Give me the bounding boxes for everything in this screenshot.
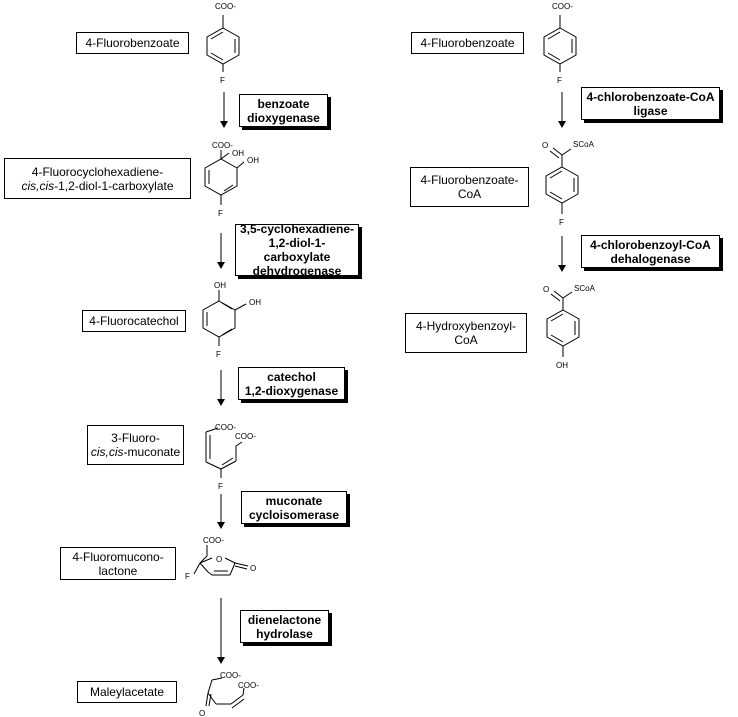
enzyme-dienelactone-hydrolase: dienelactone hydrolase [240,610,329,643]
svg-text:F: F [218,209,223,218]
svg-text:F: F [216,350,221,359]
structure-4-fluorobenzoate-left [206,15,240,72]
svg-text:OH: OH [214,281,226,290]
svg-text:O: O [543,285,549,294]
svg-text:F: F [557,76,562,85]
compound-4-fluoromuconolactone: 4-Fluoromucono- lactone [60,547,176,580]
structure-maleylacetate [205,677,245,709]
svg-text:F: F [559,218,564,227]
svg-text:OH: OH [247,156,259,165]
enzyme-catechol-dioxygenase: catechol 1,2-dioxygenase [238,367,345,400]
compound-4-fluorobenzoate-coa: 4-Fluorobenzoate- CoA [410,167,529,207]
svg-text:COO-: COO- [203,536,224,545]
svg-text:O: O [199,709,205,717]
svg-text:O: O [542,141,548,150]
svg-text:OH: OH [232,149,244,158]
enzyme-benzoate-dioxygenase: benzoate dioxygenase [239,94,328,127]
structure-fluoro-muconate [205,427,243,478]
svg-text:SCoA: SCoA [574,284,596,293]
compound-4-fluorocatechol: 4-Fluorocatechol [82,310,186,332]
structure-4-hydroxybenzoyl-coa [546,290,580,357]
svg-text:COO-: COO- [238,681,259,690]
svg-text:COO-: COO- [235,432,256,441]
structure-fluorocyclohexadiene-diol [204,150,245,205]
svg-text:COO-: COO- [552,2,573,11]
structure-4-fluorobenzoate-coa [545,147,579,214]
compound-maleylacetate: Maleylacetate [77,681,177,703]
svg-text:COO-: COO- [215,2,236,11]
structure-fluoromuconolactone [193,545,249,576]
compound-4-fluorocyclohexadiene-diol: 4-Fluorocyclohexadiene- cis,cis-1,2-diol… [4,158,191,199]
enzyme-cyclohexadiene-diol-dehydrogenase: 3,5-cyclohexadiene- 1,2-diol-1-carboxyla… [235,222,359,278]
compound-4-fluorobenzoate-right: 4-Fluorobenzoate [411,32,524,54]
atom-labels: COO- F COO- OH OH F OH OH F COO- COO- F … [185,2,596,717]
structure-4-fluorocatechol [202,290,247,346]
svg-text:COO-: COO- [212,141,233,150]
svg-text:OH: OH [556,361,568,370]
compound-4-hydroxybenzoyl-coa: 4-Hydroxybenzoyl- CoA [405,313,527,353]
compound-4-fluorobenzoate-left: 4-Fluorobenzoate [76,32,189,54]
svg-text:O: O [250,564,256,573]
compound-3-fluoro-muconate: 3-Fluoro- cis,cis-muconate [87,425,184,465]
svg-text:SCoA: SCoA [573,140,595,149]
svg-text:O: O [216,555,222,564]
svg-text:F: F [185,572,190,581]
svg-text:F: F [220,76,225,85]
enzyme-chlorobenzoyl-coa-dehalogenase: 4-chlorobenzoyl-CoA dehalogenase [581,235,720,268]
svg-text:COO-: COO- [220,671,241,680]
svg-text:F: F [218,482,223,491]
enzyme-chlorobenzoate-coa-ligase: 4-chlorobenzoate-CoA ligase [581,87,720,120]
svg-text:COO-: COO- [215,423,236,432]
svg-text:OH: OH [249,298,261,307]
structure-4-fluorobenzoate-right [543,15,577,72]
enzyme-muconate-cycloisomerase: muconate cycloisomerase [241,491,347,524]
